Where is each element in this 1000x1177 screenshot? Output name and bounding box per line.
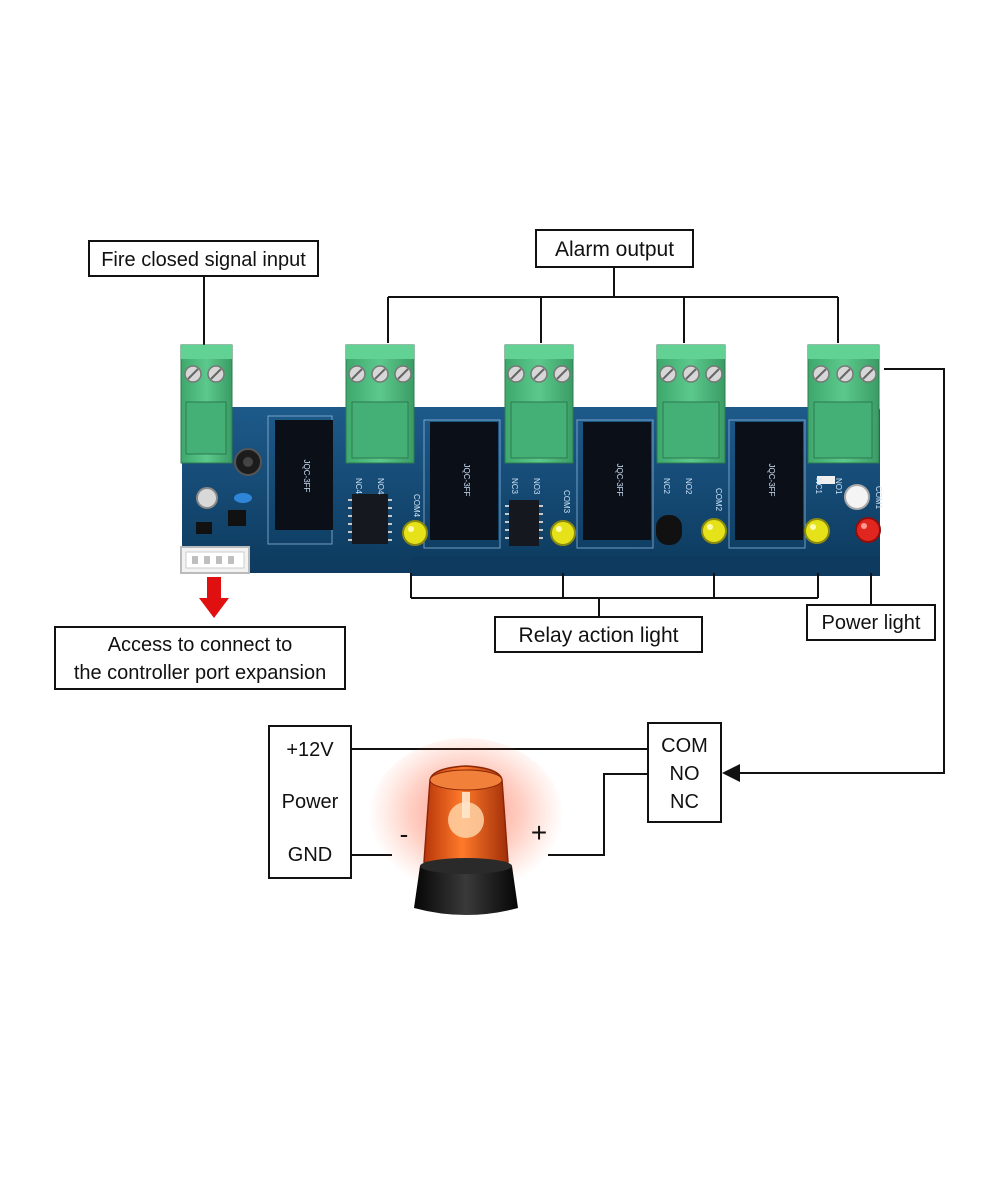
relay-light-label: Relay action light xyxy=(494,616,703,653)
power-light-text: Power light xyxy=(822,612,921,634)
relay-led-3 xyxy=(701,518,727,544)
svg-text:JQC-3FF: JQC-3FF xyxy=(302,460,311,493)
alarm-beacon-icon xyxy=(368,738,564,915)
svg-text:NO1: NO1 xyxy=(834,478,843,495)
com-text: COM xyxy=(661,735,708,757)
fire-input-text: Fire closed signal input xyxy=(101,249,306,271)
svg-text:NC1: NC1 xyxy=(814,478,823,495)
minus-sign: - xyxy=(400,819,409,849)
access-text-line1: Access to connect to xyxy=(108,634,293,656)
power-led-red xyxy=(855,517,881,543)
terminal-relay-3 xyxy=(504,344,574,464)
diode xyxy=(196,522,212,534)
terminal-relay-1 xyxy=(807,344,880,464)
expansion-connector xyxy=(180,546,250,574)
smd-resistor xyxy=(817,476,835,484)
no-text: NO xyxy=(670,763,700,785)
svg-text:NO4: NO4 xyxy=(376,478,385,495)
power-label-text: Power xyxy=(282,791,339,813)
terminal-relay-2 xyxy=(656,344,726,464)
nc-text: NC xyxy=(670,791,699,813)
transistor xyxy=(228,510,246,526)
capacitor-electrolytic xyxy=(234,448,262,476)
svg-text:NC2: NC2 xyxy=(662,478,671,495)
svg-text:NO3: NO3 xyxy=(532,478,541,495)
relay-led-2 xyxy=(550,520,576,546)
fire-input-label: Fire closed signal input xyxy=(88,240,319,277)
alarm-output-text: Alarm output xyxy=(555,238,674,261)
power-supply-box: +12V Power GND xyxy=(268,725,352,879)
down-arrow-icon xyxy=(199,577,229,618)
relay-4: JQC-3FF xyxy=(735,422,803,540)
capacitor-2 xyxy=(656,515,682,545)
power-gnd-text: GND xyxy=(288,844,332,866)
terminal-input-2pin xyxy=(180,344,233,464)
relay-2: JQC-3FF xyxy=(430,422,498,540)
svg-text:NC4: NC4 xyxy=(354,478,363,495)
relay-led-4 xyxy=(804,518,830,544)
buzzer xyxy=(196,487,218,509)
access-label: Access to connect to the controller port… xyxy=(54,626,346,690)
capacitor-ceramic xyxy=(234,493,252,503)
access-text-line2: the controller port expansion xyxy=(74,662,326,684)
relay-led-1 xyxy=(402,520,428,546)
svg-text:JQC-3FF: JQC-3FF xyxy=(462,464,471,497)
svg-text:NC3: NC3 xyxy=(510,478,519,495)
relay-3: JQC-3FF xyxy=(583,422,651,540)
svg-text:COM2: COM2 xyxy=(714,488,723,512)
plus-sign: + xyxy=(531,817,547,848)
power-v12-text: +12V xyxy=(286,739,334,761)
svg-text:JQC-3FF: JQC-3FF xyxy=(767,464,776,497)
svg-text:NO2: NO2 xyxy=(684,478,693,495)
relay-light-text: Relay action light xyxy=(519,624,679,647)
pcb-lower-edge xyxy=(410,556,880,576)
alarm-output-label: Alarm output xyxy=(535,229,694,268)
svg-text:COM1: COM1 xyxy=(874,486,883,510)
relay-contact-box: COM NO NC xyxy=(647,722,722,823)
terminal-relay-4 xyxy=(345,344,415,464)
svg-text:JQC-3FF: JQC-3FF xyxy=(615,464,624,497)
ic-chip-2 xyxy=(505,500,543,546)
power-led-white xyxy=(844,484,870,510)
relay-1: JQC-3FF xyxy=(275,420,333,530)
relay-light-bracket xyxy=(410,573,819,617)
ic-chip-1 xyxy=(348,494,392,544)
relay-to-box-wire xyxy=(722,368,945,782)
svg-text:COM3: COM3 xyxy=(562,490,571,514)
svg-text:COM4: COM4 xyxy=(412,494,421,518)
alarm-output-bracket xyxy=(387,267,839,343)
power-light-label: Power light xyxy=(806,604,936,641)
